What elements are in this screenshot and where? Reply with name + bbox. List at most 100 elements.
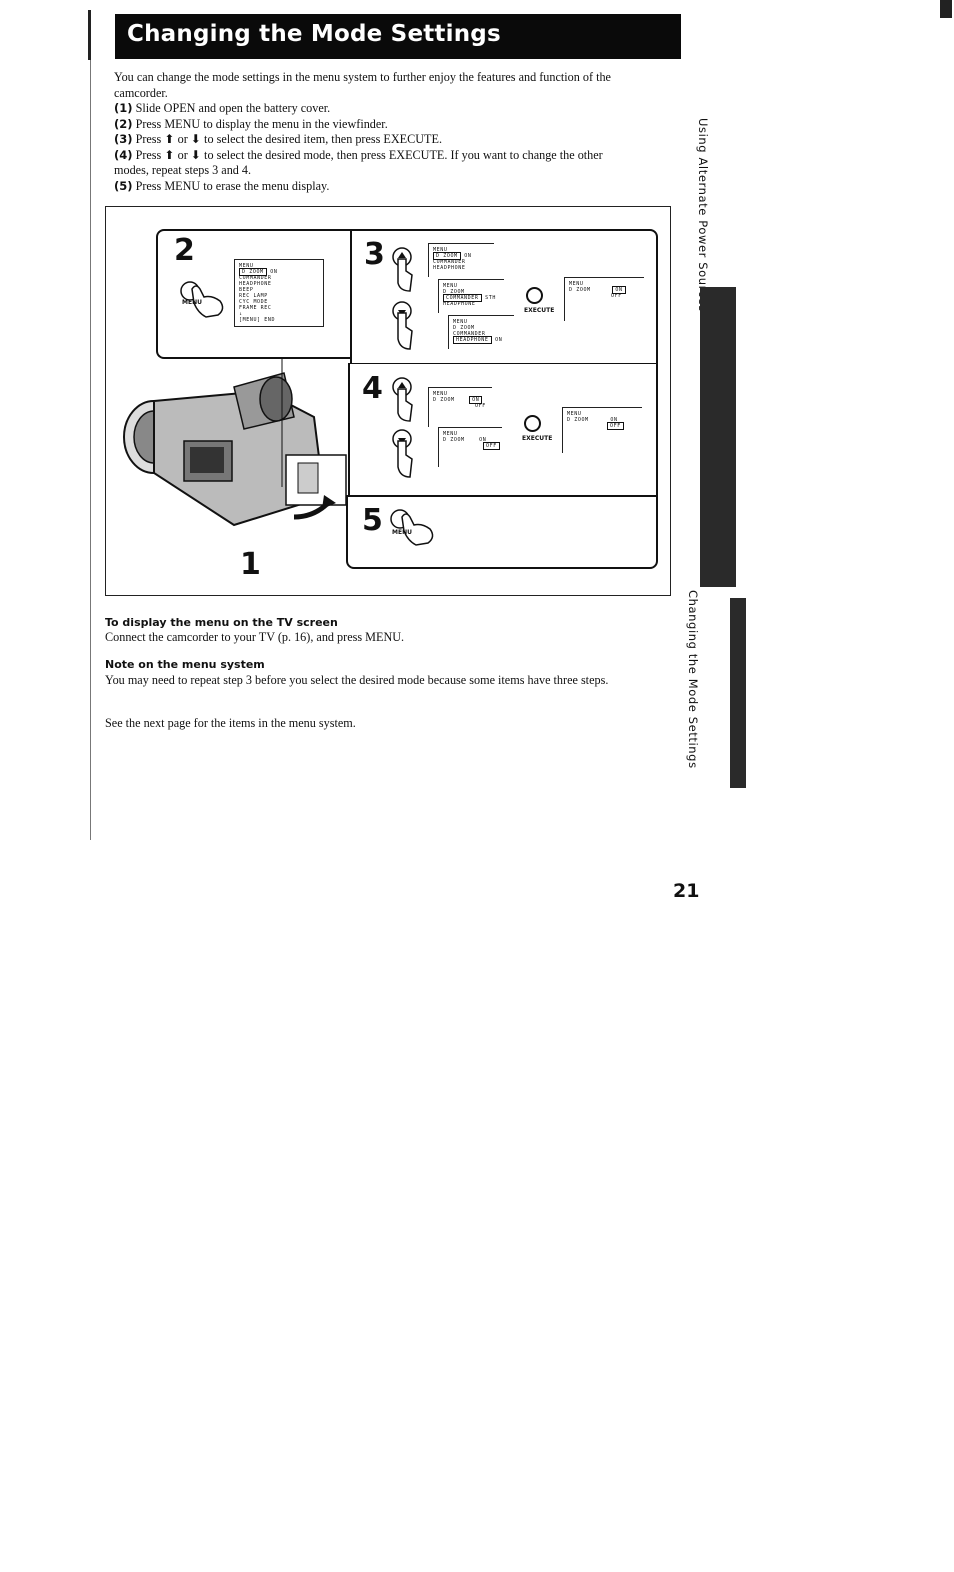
note-text: You may need to repeat step 3 before you… — [105, 673, 609, 687]
step-text: Press MENU to display the menu in the vi… — [135, 116, 388, 131]
hand-press-icon — [180, 281, 224, 318]
step-3-label: 3 — [364, 237, 385, 272]
note-heading: Note on the menu system — [105, 658, 265, 671]
side-tab-dark-band — [730, 598, 746, 788]
step-3: (3) Press ⬆ or ⬇ to select the desired i… — [114, 132, 679, 148]
menu-value: STH — [485, 295, 496, 301]
down-button-hand-icon — [392, 301, 413, 350]
menu-value: OFF — [475, 403, 486, 409]
menu-line: MENU — [443, 431, 458, 437]
execute-button-icon — [524, 415, 541, 432]
menu-line: D ZOOM ON — [569, 286, 644, 294]
menu-value: OFF — [611, 293, 622, 299]
menu-line: OFF — [567, 422, 642, 430]
instruction-figure: 2 MENU MENU D ZOOM ON COMMANDER HEADPHON… — [105, 206, 671, 596]
menu-line: MENU — [569, 281, 584, 287]
panel-step-2 — [156, 229, 352, 359]
menu-value: ON — [610, 417, 618, 423]
execute-button-icon — [526, 287, 543, 304]
menu-value: ON — [270, 269, 278, 275]
menu-line: COMMANDER — [433, 259, 466, 265]
menu-line: D ZOOM ON — [443, 437, 502, 443]
menu-line: MENU — [433, 247, 448, 253]
menu-screen-step-3b: MENU D ZOOM COMMANDER STH HEADPHONE — [438, 279, 504, 313]
scan-edge-mark — [90, 60, 91, 840]
menu-line: COMMANDER — [453, 331, 486, 337]
step-1: (1) Slide OPEN and open the battery cove… — [114, 101, 679, 117]
menu-value: ON — [464, 253, 472, 259]
menu-line: OFF — [569, 293, 644, 299]
tv-display-heading: To display the menu on the TV screen — [105, 616, 338, 629]
intro-block: You can change the mode settings in the … — [114, 70, 679, 194]
menu-line: FRAME REC — [239, 305, 272, 311]
down-button-hand-icon — [392, 429, 413, 478]
step-2-label: 2 — [174, 233, 195, 268]
menu-item: D ZOOM — [443, 437, 465, 443]
title-bar: Changing the Mode Settings — [115, 14, 681, 59]
scan-edge-mark — [88, 10, 91, 60]
step-2: (2) Press MENU to display the menu in th… — [114, 117, 679, 133]
scan-edge-mark — [940, 0, 952, 18]
menu-line: MENU — [239, 263, 254, 269]
hand-press-icon — [390, 509, 434, 546]
menu-line-highlight: D ZOOM ON — [239, 268, 323, 276]
menu-line: MENU — [433, 391, 448, 397]
menu-line: COMMANDER — [239, 275, 272, 281]
side-tab-mode-settings: Changing the Mode Settings — [686, 590, 700, 769]
menu-button-label: MENU — [392, 529, 412, 536]
intro-line: camcorder. — [114, 85, 168, 100]
menu-item: D ZOOM — [569, 287, 591, 293]
menu-line: HEADPHONE — [239, 281, 272, 287]
step-number: (4) — [114, 147, 133, 162]
menu-screen-step-4b: MENU D ZOOM ON OFF — [438, 427, 502, 467]
menu-line: REC LAMP — [239, 293, 268, 299]
up-button-hand-icon — [392, 247, 413, 292]
step-number: (1) — [114, 101, 133, 115]
step-1-label: 1 — [240, 547, 261, 582]
page-title: Changing the Mode Settings — [127, 21, 501, 47]
menu-line: CYC MODE — [239, 299, 268, 305]
step-text: Slide OPEN and open the battery cover. — [135, 101, 331, 115]
step-number: (3) — [114, 132, 133, 146]
step-4: (4) Press ⬆ or ⬇ to select the desired m… — [114, 148, 679, 164]
menu-line: ↓ — [239, 311, 243, 317]
step-5-label: 5 — [362, 503, 383, 538]
step-4-cont: modes, repeat steps 3 and 4. — [114, 163, 252, 177]
step-text: Press ⬆ or ⬇ to select the desired mode,… — [135, 147, 603, 162]
step-5: (5) Press MENU to erase the menu display… — [114, 179, 679, 195]
menu-line-highlight: HEADPHONE ON — [453, 336, 514, 344]
step-4-label: 4 — [362, 371, 383, 406]
menu-item-highlighted: HEADPHONE — [453, 336, 492, 344]
see-next-page-text: See the next page for the items in the m… — [105, 716, 356, 730]
menu-line: MENU — [443, 283, 458, 289]
menu-screen-step-3c: MENU D ZOOM COMMANDER HEADPHONE ON — [448, 315, 514, 349]
menu-value-highlighted: OFF — [483, 442, 500, 450]
menu-value-highlighted: ON — [612, 286, 626, 294]
step-number: (5) — [114, 178, 133, 193]
camcorder-illustration — [123, 359, 347, 527]
step-text: Press MENU to erase the menu display. — [135, 178, 330, 193]
menu-line: MENU — [453, 319, 468, 325]
menu-screen-step-4c: MENU D ZOOM ON OFF — [562, 407, 642, 453]
menu-button-label: MENU — [182, 299, 202, 306]
menu-value-highlighted: OFF — [607, 422, 624, 430]
side-tab-dark-band — [700, 287, 736, 587]
menu-line: BEEP — [239, 287, 254, 293]
menu-line: D ZOOM — [453, 325, 475, 331]
intro-line: You can change the mode settings in the … — [114, 70, 611, 84]
execute-label: EXECUTE — [522, 435, 553, 442]
menu-item-highlighted: COMMANDER — [443, 294, 482, 302]
menu-line-highlight: D ZOOM ON — [433, 252, 494, 260]
menu-item-highlighted: D ZOOM — [433, 252, 461, 260]
menu-value: ON — [479, 437, 487, 443]
step-number: (2) — [114, 116, 133, 131]
menu-item: D ZOOM — [567, 417, 589, 423]
menu-screen-step-3a: MENU D ZOOM ON COMMANDER HEADPHONE — [428, 243, 494, 277]
menu-line: OFF — [443, 442, 502, 450]
menu-value: ON — [495, 337, 503, 343]
menu-line: [MENU] END — [239, 317, 276, 323]
panel-step-5 — [346, 495, 658, 569]
menu-screen-step-2: MENU D ZOOM ON COMMANDER HEADPHONE BEEP … — [234, 259, 324, 327]
step-text: Press ⬆ or ⬇ to select the desired item,… — [135, 132, 442, 146]
menu-item-highlighted: D ZOOM — [239, 268, 267, 276]
